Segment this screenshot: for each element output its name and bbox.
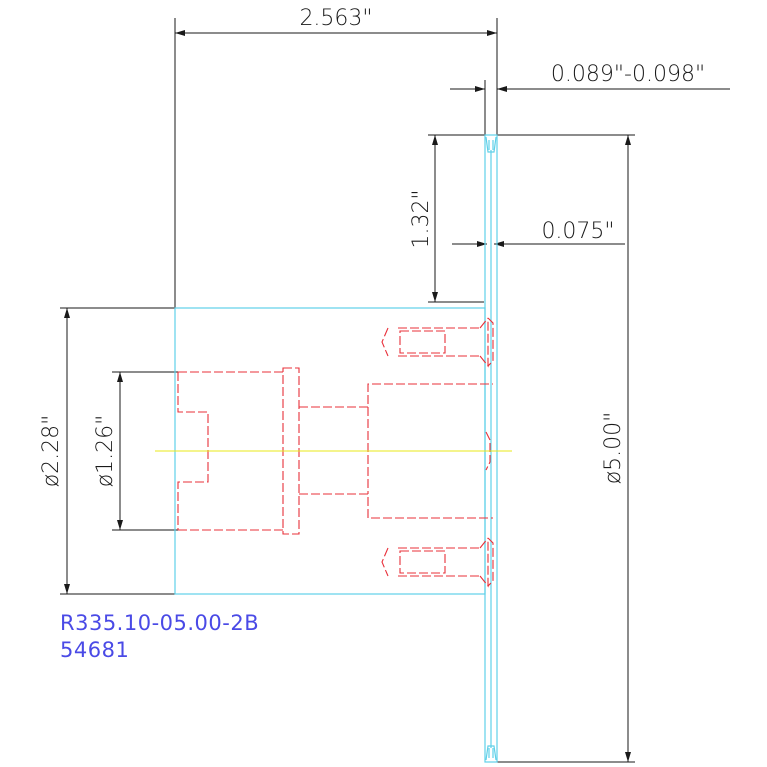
height-label: 1.32" bbox=[409, 189, 434, 248]
hidden-features bbox=[177, 317, 494, 588]
body-diameter-label: ø2.28" bbox=[39, 415, 64, 488]
flange-diameter-label: ø5.00" bbox=[601, 412, 626, 485]
bore-diameter-label: ø1.26" bbox=[93, 415, 118, 488]
overall-length-label: 2.563" bbox=[299, 6, 372, 31]
part-number: R335.10-05.00-2B bbox=[60, 611, 260, 635]
part-code: 54681 bbox=[60, 638, 130, 662]
slot-width-label: 0.075" bbox=[541, 219, 614, 244]
part-outline bbox=[174, 134, 498, 763]
dimension-lines bbox=[60, 18, 730, 763]
flange-thickness-label: 0.089"-0.098" bbox=[551, 62, 705, 87]
